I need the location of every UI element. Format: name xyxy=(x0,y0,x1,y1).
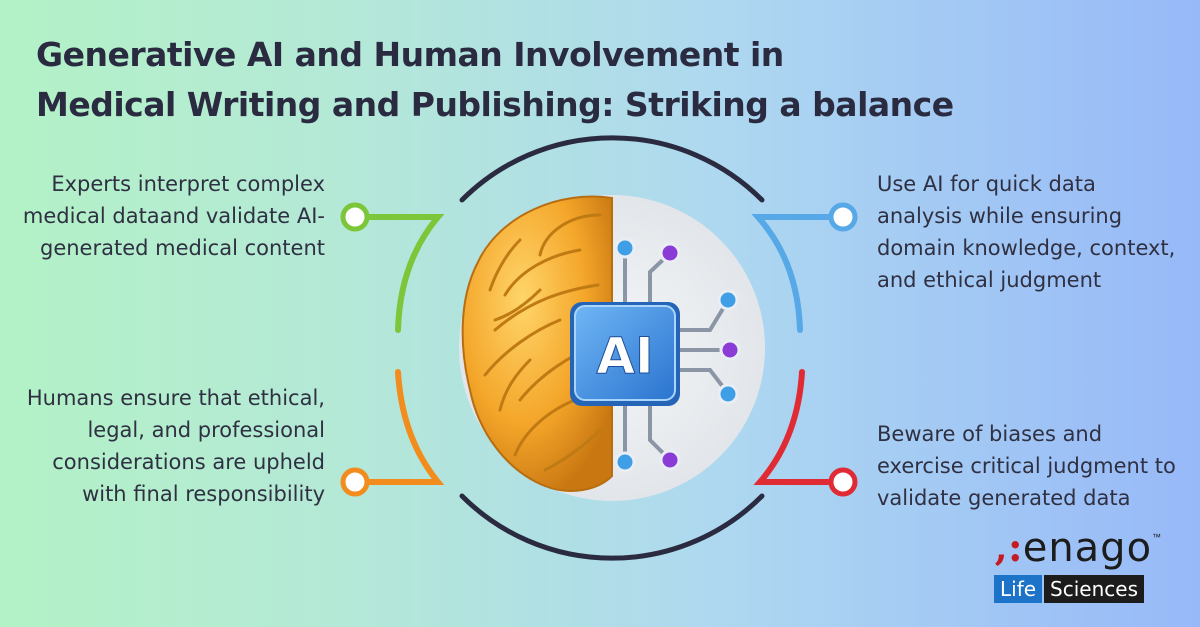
title-line-2: Medical Writing and Publishing: Striking… xyxy=(36,85,954,124)
brain-icon xyxy=(461,195,613,492)
red-connector xyxy=(753,369,858,497)
orange-connector xyxy=(340,369,445,497)
logo-trademark: ™ xyxy=(1152,532,1162,542)
page-title: Generative AI and Human Involvement in M… xyxy=(36,30,1136,130)
bottom-arc xyxy=(459,493,765,561)
enago-logo: ‚: enago ™ Life Sciences xyxy=(994,522,1174,604)
logo-sub-life: Life xyxy=(994,575,1043,603)
logo-sub-sciences: Sciences xyxy=(1044,575,1144,603)
chip-label: AI xyxy=(596,327,653,385)
logo-mark: ‚: xyxy=(994,524,1023,571)
ai-chip-icon: AI xyxy=(570,302,680,406)
logo-name: enago xyxy=(1022,525,1153,571)
title-line-1: Generative AI and Human Involvement in xyxy=(36,35,784,74)
point-top-right: Use AI for quick data analysis while ens… xyxy=(877,172,1176,292)
point-bottom-left: Humans ensure that ethical, legal, and p… xyxy=(26,386,325,506)
point-top-left: Experts interpret complex medical dataan… xyxy=(22,172,325,260)
top-arc xyxy=(459,135,765,203)
green-connector xyxy=(340,202,445,333)
point-bottom-right: Beware of biases and exercise critical j… xyxy=(877,422,1176,510)
blue-connector xyxy=(751,202,858,333)
circuit-dots xyxy=(614,237,741,473)
